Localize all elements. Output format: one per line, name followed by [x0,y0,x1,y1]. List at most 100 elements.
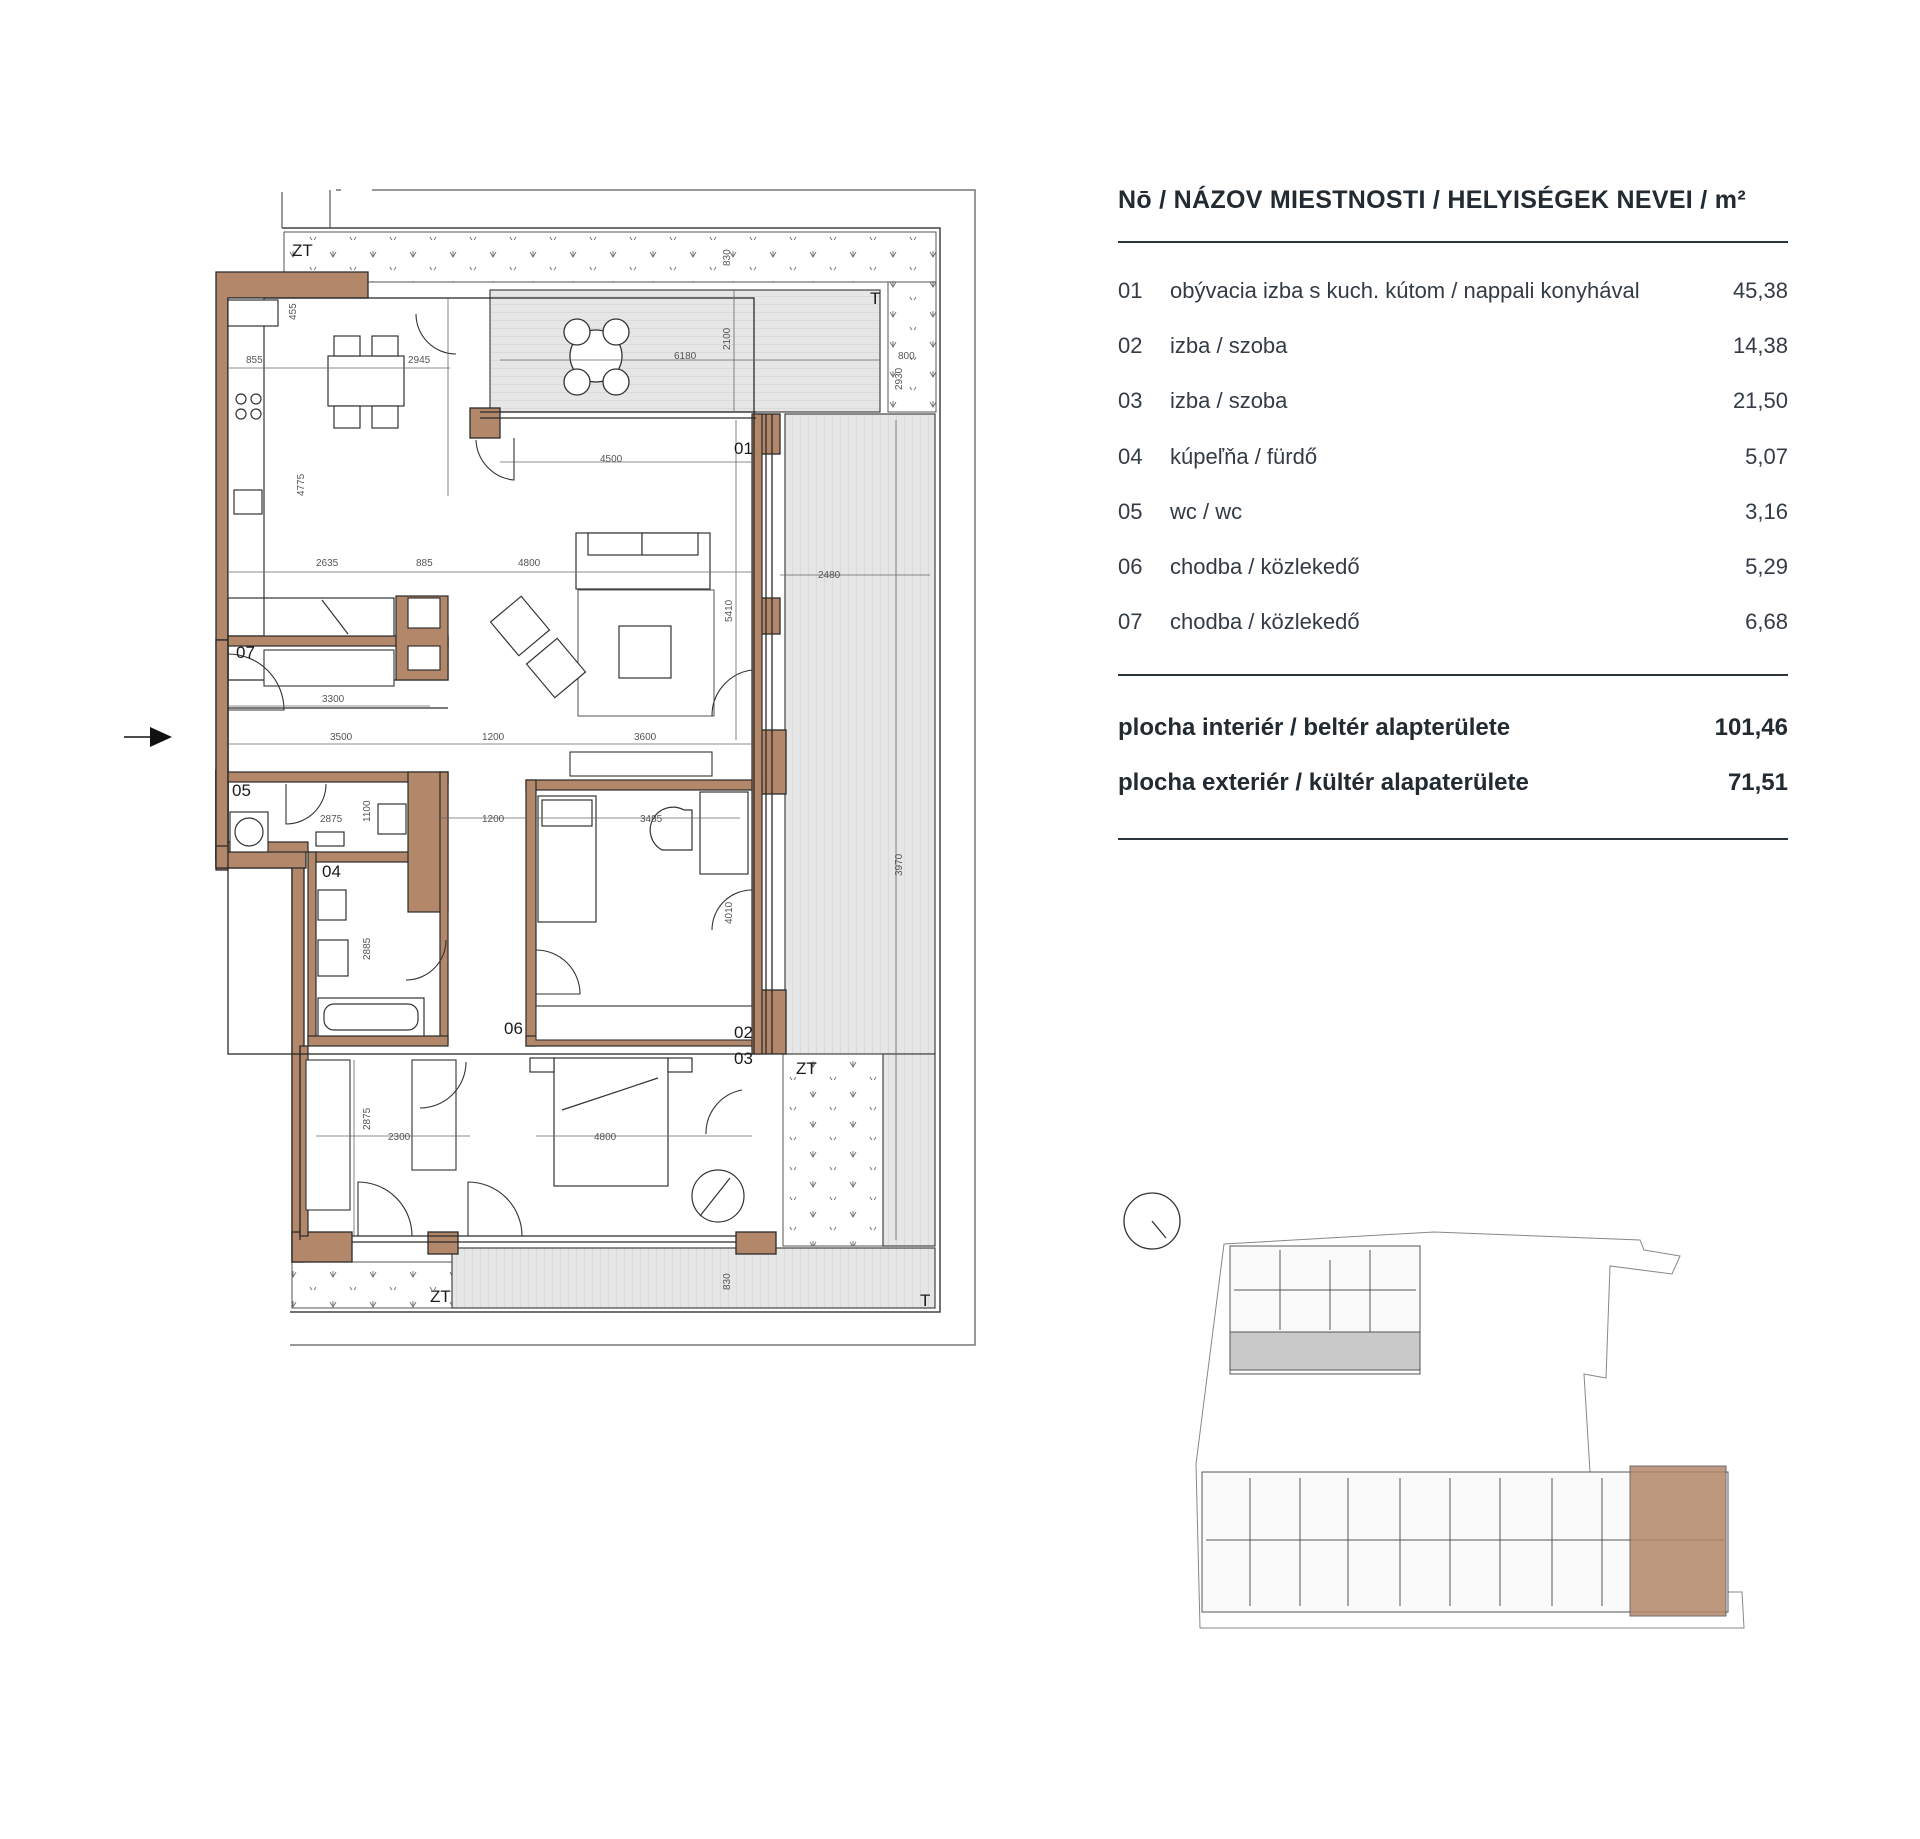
coffee-table [618,625,672,679]
bed-single-icon [537,795,597,923]
room-row: 06 chodba / közlekedő 5,29 [1118,539,1788,594]
interior-walls [227,413,763,1237]
dimension-texts: 455 855 2945 6180 2100 800 830 2930 4500… [246,249,915,1290]
terrace-inner-outline [282,227,941,1313]
room-list: 01 obývacia izba s kuch. kútom / nappali… [1118,243,1788,677]
tv-unit [569,751,713,777]
lounge-chair-icon [691,1169,745,1223]
deck-bottom [451,1247,936,1309]
dim-label: 2480 [818,570,841,581]
hall-storage [263,649,457,1211]
room-label-04: 04 [322,862,341,881]
dim-label: 3500 [330,732,353,743]
room-row: 01 obývacia izba s kuch. kútom / nappali… [1118,263,1788,318]
dim-label: 3485 [640,814,663,825]
key-plan-upper-building [1229,1245,1421,1375]
dim-label: 2930 [894,367,905,390]
planter-right [887,281,937,413]
dim-label: 855 [246,355,263,366]
zt-label-top: ZT [292,241,313,260]
room-area: 21,50 [1732,388,1788,414]
dim-label: 800 [898,351,915,362]
deck-top [489,289,881,413]
room-name: chodba / közlekedő [1170,554,1360,580]
room-label-05: 05 [232,781,251,800]
dining-table-icon [327,335,405,429]
dim-label: 4010 [724,901,735,924]
dim-label: 1200 [482,732,505,743]
deck-right-lower [882,1053,936,1247]
dim-label: 4500 [600,454,623,465]
room-area: 5,29 [1745,554,1788,580]
room-area: 45,38 [1732,277,1788,303]
room-number: 05 [1118,498,1143,524]
room-number: 03 [1118,388,1143,414]
dim-label: 455 [288,303,299,320]
room-name: obývacia izba s kuch. kútom / nappali ko… [1170,277,1640,303]
dim-label: 2635 [316,558,339,569]
room-label-07: 07 [236,643,255,662]
room-label-01: 01 [734,439,753,458]
room-row: 04 kúpeľňa / fürdő 5,07 [1118,429,1788,484]
rug [577,589,715,717]
legend-title: Nō / NÁZOV MIESTNOSTI / HELYISÉGEK NEVEI… [1118,186,1788,243]
dim-label: 2300 [388,1132,411,1143]
armchair-icon [489,595,587,699]
room-number: 04 [1118,443,1143,469]
wardrobe-02 [535,1005,753,1041]
total-exterior-area: 71,51 [1727,768,1788,796]
sofa-icon [575,532,711,590]
compass-icon [1123,1192,1181,1250]
terrace-corner-detail [281,189,341,228]
dim-label: 1200 [482,814,505,825]
dim-label: 830 [722,249,733,266]
total-interior-name: plocha interiér / beltér alapterülete [1118,713,1511,741]
dim-label: 2875 [320,814,343,825]
total-exterior-name: plocha exteriér / kültér alapaterülete [1118,768,1529,796]
room-legend: Nō / NÁZOV MIESTNOSTI / HELYISÉGEK NEVEI… [1118,186,1788,841]
dim-label: 830 [722,1273,733,1290]
room-area: 5,07 [1745,443,1788,469]
bed-double-icon [529,1057,693,1187]
dim-label: 4775 [296,473,307,496]
room-name: wc / wc [1170,498,1243,524]
room-number: 01 [1118,277,1143,303]
dim-label: 3970 [894,853,905,876]
room-row: 05 wc / wc 3,16 [1118,484,1788,539]
dimension-lines [228,290,930,1240]
entrance-arrow-icon [124,727,172,747]
zt-label-right: ZT [796,1059,817,1078]
room-label-03: 03 [734,1049,753,1068]
area-totals: plocha interiér / beltér alapterülete 10… [1118,676,1788,841]
room-row: 02 izba / szoba 14,38 [1118,318,1788,373]
planter-bottom-right [782,1053,884,1247]
wc-fixtures [229,803,407,853]
zt-label-bottom: ZT [430,1287,451,1306]
zone-labels: ZT ZT ZT T T [292,241,930,1310]
room-name: izba / szoba [1170,388,1288,414]
dim-label: 5410 [724,599,735,622]
exterior-walls [215,271,787,1263]
room-number: 02 [1118,332,1143,358]
t-label-bottom: T [920,1291,930,1310]
room-label-02: 02 [734,1023,753,1042]
room-name: izba / szoba [1170,332,1288,358]
dim-label: 2100 [722,327,733,350]
t-label-top: T [870,289,880,308]
dim-label: 2945 [408,355,431,366]
dim-label: 6180 [674,351,697,362]
planter-top [283,231,937,283]
room-name: kúpeľňa / fürdő [1170,443,1318,469]
room-area: 3,16 [1745,498,1788,524]
dim-label: 2875 [362,1107,373,1130]
bathroom-fixtures [317,889,425,1037]
dim-label: 885 [416,558,433,569]
dim-label: 4800 [518,558,541,569]
room-number: 07 [1118,609,1143,635]
planter-bottom [291,1261,453,1309]
dim-label: 2885 [362,937,373,960]
terrace-outline [290,189,976,1346]
dim-label: 3300 [322,694,345,705]
room-area: 6,68 [1745,609,1788,635]
